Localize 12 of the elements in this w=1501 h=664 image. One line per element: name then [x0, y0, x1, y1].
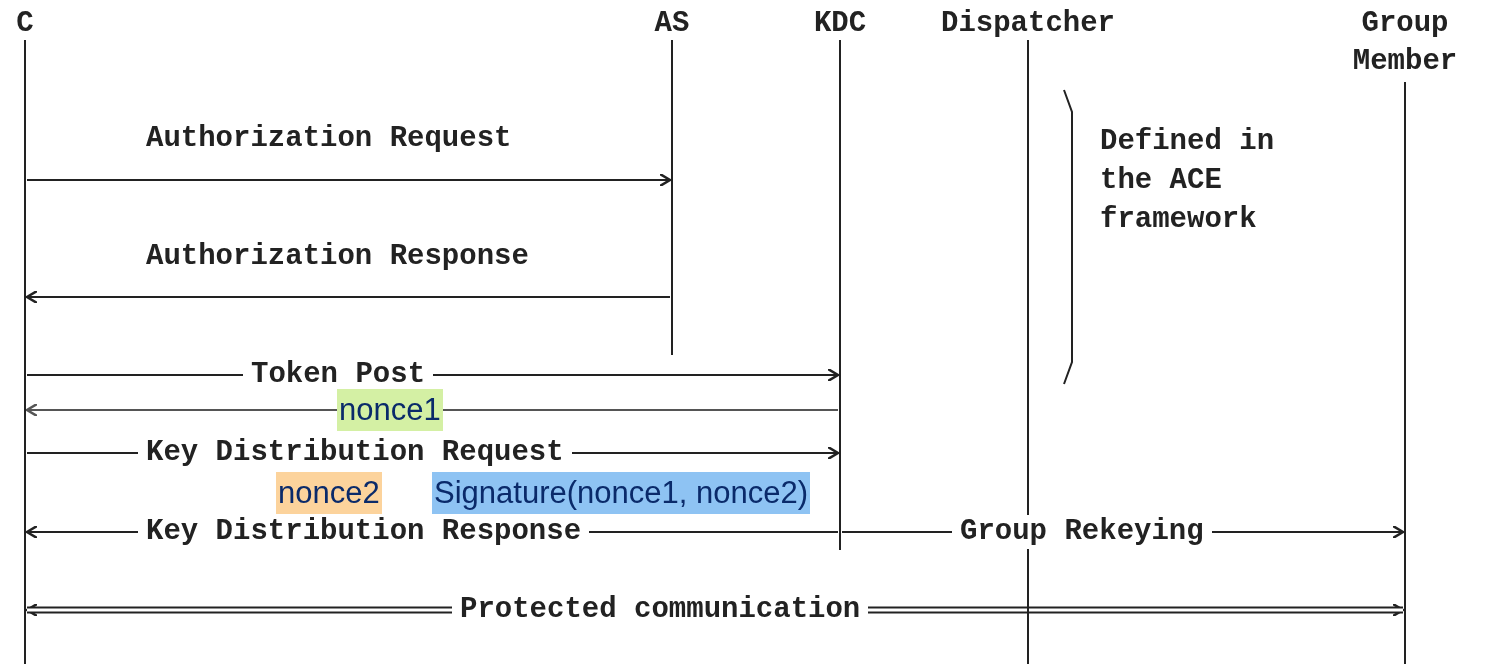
participant-label: AS	[653, 6, 691, 42]
message-arrow	[26, 172, 672, 188]
message-label: Group Rekeying	[952, 515, 1212, 549]
participant-label: Dispatcher	[940, 6, 1116, 42]
annotation-label: nonce2	[276, 472, 382, 514]
message-arrow	[25, 289, 671, 305]
participant-label: Group Member	[1351, 6, 1459, 80]
message-label: nonce1	[337, 389, 443, 431]
participant-label: KDC	[812, 6, 868, 42]
participant-label: C	[15, 6, 35, 42]
annotation-label: Signature(nonce1, nonce2)	[432, 472, 810, 514]
note-text: Defined in the ACE framework	[1100, 124, 1276, 238]
